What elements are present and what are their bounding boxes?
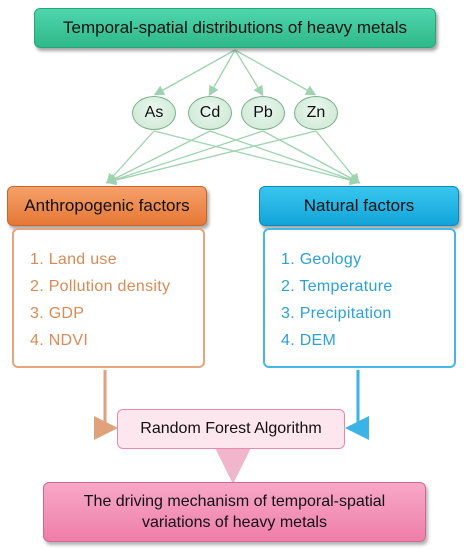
natural-to-rf-arrow	[345, 370, 369, 440]
metals-to-factors-arrows	[105, 130, 361, 186]
list-item: 2. Temperature	[281, 278, 393, 295]
natural-factors-header: Natural factors	[259, 186, 459, 226]
list-item: 1. Geology	[281, 251, 362, 268]
natural-factors-title: Natural factors	[303, 196, 415, 215]
anthropogenic-to-rf-arrow	[94, 370, 118, 440]
driving-mechanism-line-1: The driving mechanism of temporal-spatia…	[83, 493, 386, 510]
list-item: 1. Land use	[30, 251, 117, 268]
anthropogenic-factors-header: Anthropogenic factors	[7, 186, 207, 226]
metal-node-cd: Cd	[188, 96, 232, 130]
top-to-metals-arrows	[153, 49, 317, 97]
metal-node-pb: Pb	[241, 96, 285, 130]
heavy-metals-distribution-box: Temporal-spatial distributions of heavy …	[34, 8, 436, 48]
heavy-metals-distribution-label: Temporal-spatial distributions of heavy …	[63, 18, 407, 37]
list-item: 4. DEM	[281, 332, 337, 349]
random-forest-label: Random Forest Algorithm	[140, 420, 322, 437]
list-item: 3. GDP	[30, 305, 85, 322]
list-item: 2. Pollution density	[30, 278, 171, 295]
list-item: 3. Precipitation	[281, 305, 392, 322]
metal-node-as: As	[132, 96, 176, 130]
metal-node-zn: Zn	[294, 96, 338, 130]
anthropogenic-factors-title: Anthropogenic factors	[24, 196, 190, 215]
natural-factors-list: 1. Geology 2. Temperature 3. Precipitati…	[263, 228, 456, 368]
anthropogenic-factors-list: 1. Land use 2. Pollution density 3. GDP …	[12, 228, 205, 368]
list-item: 4. NDVI	[30, 332, 89, 349]
random-forest-box: Random Forest Algorithm	[117, 409, 345, 449]
driving-mechanism-line-2: variations of heavy metals	[142, 514, 327, 531]
driving-mechanism-box: The driving mechanism of temporal-spatia…	[43, 482, 426, 542]
